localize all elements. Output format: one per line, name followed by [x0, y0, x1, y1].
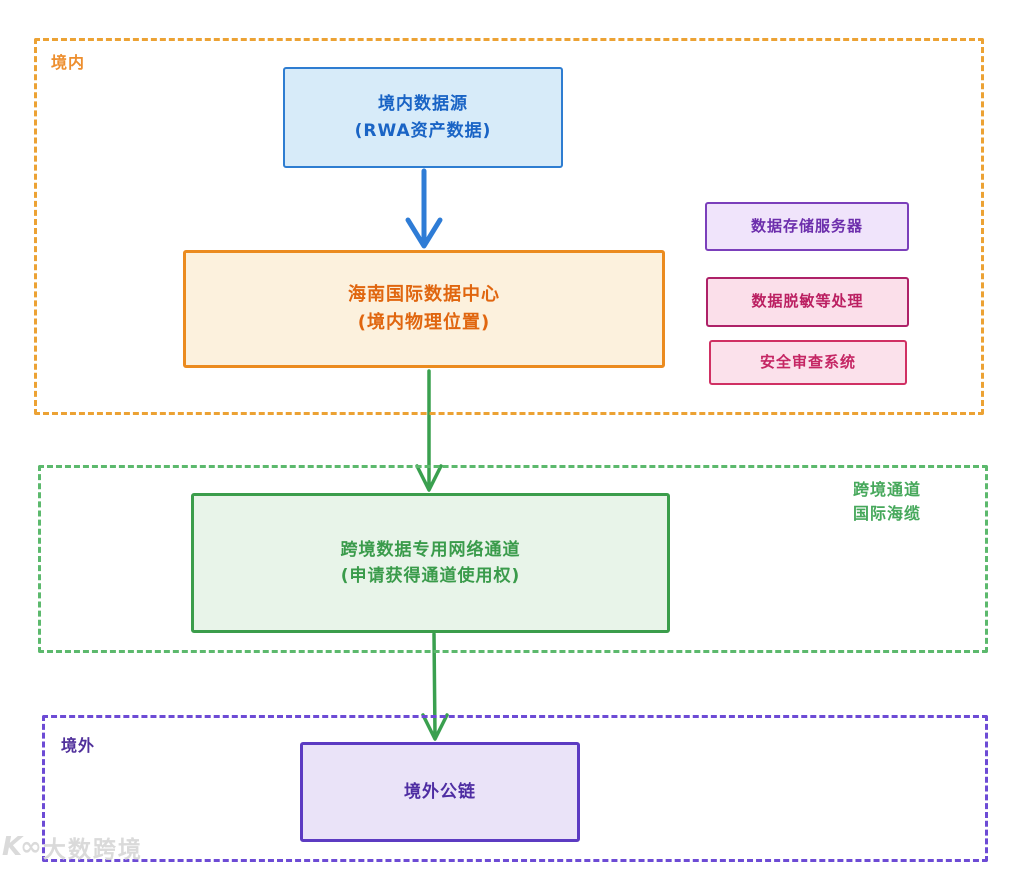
node-data-storage-server-label: 数据存储服务器	[750, 216, 863, 235]
node-security-review-system: 安全审查系统	[709, 340, 907, 385]
watermark: K∞ 大数跨境	[2, 830, 143, 864]
region-domestic: 境内	[34, 38, 984, 415]
node-data-storage-server: 数据存储服务器	[705, 202, 909, 251]
node-cross-border-network-channel: 跨境数据专用网络通道 (申请获得通道使用权)	[191, 493, 670, 633]
region-channel-label-line1: 跨境通道	[852, 480, 921, 499]
region-channel-label-line2: 国际海缆	[852, 504, 921, 523]
node-domestic-data-source: 境内数据源 (RWA资产数据)	[283, 67, 563, 168]
watermark-brand-text: 大数跨境	[42, 837, 143, 863]
node-security-review-system-label: 安全审查系统	[759, 352, 856, 371]
region-overseas-label: 境外	[61, 736, 96, 755]
node-hainan-data-center-line2: (境内物理位置)	[357, 312, 491, 333]
node-hainan-data-center: 海南国际数据中心 (境内物理位置)	[183, 250, 665, 368]
node-cross-border-network-channel-line1: 跨境数据专用网络通道	[340, 539, 521, 560]
node-data-masking-label: 数据脱敏等处理	[751, 292, 864, 311]
node-hainan-data-center-line1: 海南国际数据中心	[348, 284, 500, 306]
region-channel-label: 跨境通道国际海缆	[853, 478, 921, 526]
node-data-masking: 数据脱敏等处理	[706, 277, 909, 327]
node-overseas-public-chain: 境外公链	[300, 742, 580, 842]
region-cross-border-channel: 跨境通道国际海缆	[38, 465, 988, 653]
region-domestic-label: 境内	[51, 53, 86, 72]
node-overseas-public-chain-label: 境外公链	[404, 781, 476, 802]
region-overseas: 境外	[42, 715, 988, 862]
node-cross-border-network-channel-line2: (申请获得通道使用权)	[340, 566, 521, 586]
node-domestic-data-source-line2: (RWA资产数据)	[354, 120, 492, 141]
node-domestic-data-source-line1: 境内数据源	[378, 94, 468, 115]
watermark-brand-icon: K∞	[2, 832, 42, 862]
